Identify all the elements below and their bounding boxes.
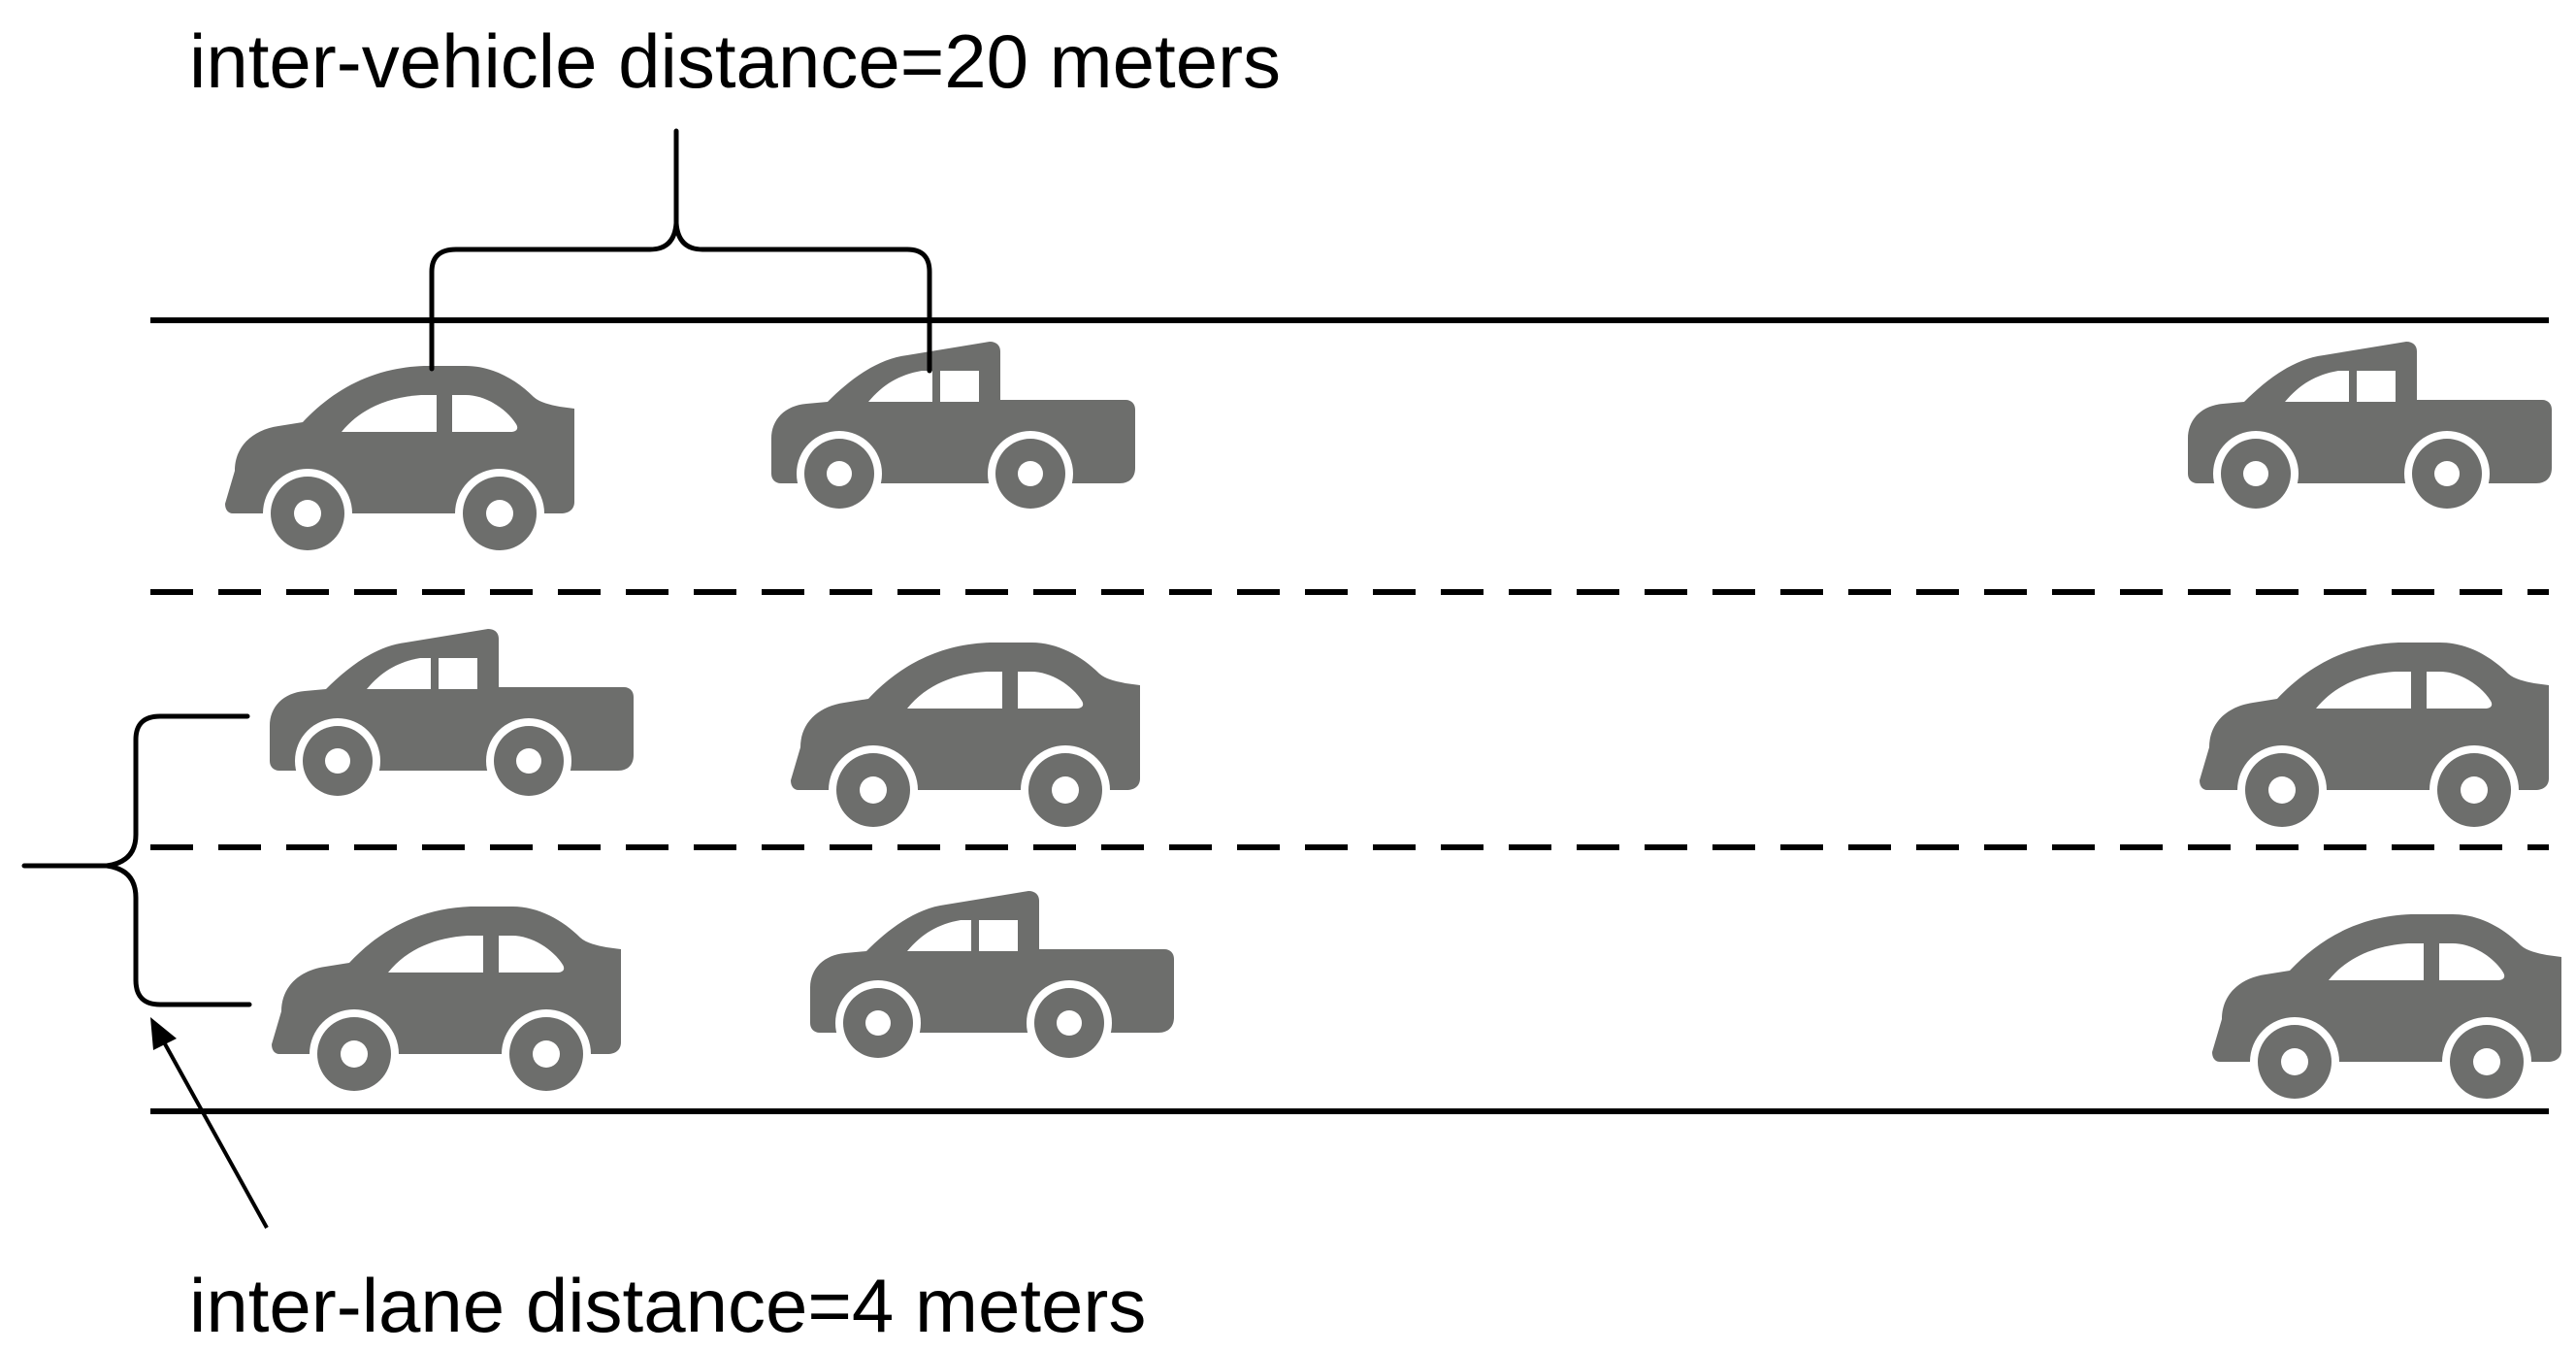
vehicle-pickup (270, 629, 634, 804)
arrowhead-icon (150, 1017, 177, 1050)
vehicle-sedan (225, 366, 574, 558)
vehicle-pickup (810, 891, 1174, 1066)
vehicle-sedan (272, 907, 621, 1099)
inter-lane-brace (21, 713, 252, 1007)
inter-vehicle-label: inter-vehicle distance=20 meters (189, 18, 1281, 104)
vehicle-sedan (2200, 643, 2549, 835)
vehicle-pickup (2188, 342, 2552, 516)
vehicle-sedan (2212, 914, 2561, 1106)
vehicle-sedan (791, 643, 1140, 835)
inter-vehicle-brace (429, 128, 932, 374)
vehicle-pickup (771, 342, 1135, 516)
inter-lane-arrow (161, 1039, 269, 1229)
inter-lane-label: inter-lane distance=4 meters (189, 1263, 1146, 1348)
